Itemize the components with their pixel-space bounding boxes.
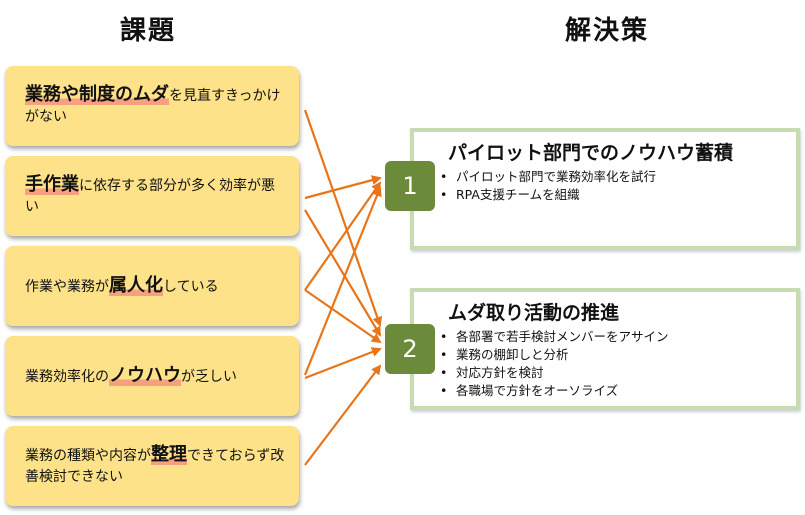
arrow-issue3-to-solution1 [304, 181, 382, 291]
solution-title-1: パイロット部門でのノウハウ蓄積 [448, 142, 734, 164]
solution-bullet: RPA支援チームを組織 [440, 186, 656, 204]
issue-box-5: 業務の種類や内容が整理できておらず改善検討できない [5, 426, 299, 506]
solution-bullet: 各職場で方針をオーソライズ [440, 382, 669, 400]
issue-highlight-5: 整理 [151, 444, 187, 465]
issue-text-3: 作業や業務が属人化している [25, 274, 219, 296]
issue-text-4: 業務効率化のノウハウが乏しい [25, 364, 237, 386]
issue-highlight-3: 属人化 [109, 274, 163, 296]
issue-text-5: 業務の種類や内容が整理できておらず改善検討できない [25, 444, 285, 485]
issue-box-3: 作業や業務が属人化している [5, 246, 299, 326]
solution-bullet: 対応方針を検討 [440, 364, 669, 382]
solution-bullet: 業務の棚卸しと分析 [440, 346, 669, 364]
issue-highlight-1: 業務や制度のムダ [25, 84, 169, 105]
arrow-issue1-to-solution2 [303, 109, 383, 327]
solution-bullets-2: 各部署で若手検討メンバーをアサイン 業務の棚卸しと分析 対応方針を検討 各職場で… [440, 328, 669, 400]
solution-number-1: 1 [385, 161, 435, 211]
solution-title-2: ムダ取り活動の推進 [448, 302, 620, 324]
solutions-heading: 解決策 [565, 16, 650, 46]
solution-bullet: 各部署で若手検討メンバーをアサイン [440, 328, 668, 346]
solution-bullets-1: パイロット部門で業務効率化を試行 RPA支援チームを組織 [440, 168, 656, 204]
arrow-issue4-to-solution1 [303, 186, 382, 376]
issue-highlight-2: 手作業 [25, 174, 79, 195]
arrow-issue4-to-solution2 [304, 347, 382, 380]
issue-text-1: 業務や制度のムダを見直すきっかけがない [25, 84, 281, 125]
arrow-issue2-to-solution2 [304, 209, 382, 337]
issue-box-2: 手作業に依存する部分が多く効率が悪い [5, 156, 299, 236]
issue-highlight-4: ノウハウ [109, 364, 181, 386]
issues-heading: 課題 [120, 16, 177, 46]
issue-box-1: 業務や制度のムダを見直すきっかけがない [5, 66, 299, 146]
solution-number-2: 2 [385, 324, 435, 374]
issue-text-2: 手作業に依存する部分が多く効率が悪い [25, 174, 275, 215]
issue-box-4: 業務効率化のノウハウが乏しい [5, 336, 299, 416]
arrow-issue2-to-solution1 [304, 175, 382, 200]
solution-bullet: パイロット部門で業務効率化を試行 [440, 168, 656, 186]
arrow-issue3-to-solution2 [304, 289, 382, 344]
arrow-issue5-to-solution2 [304, 364, 382, 466]
